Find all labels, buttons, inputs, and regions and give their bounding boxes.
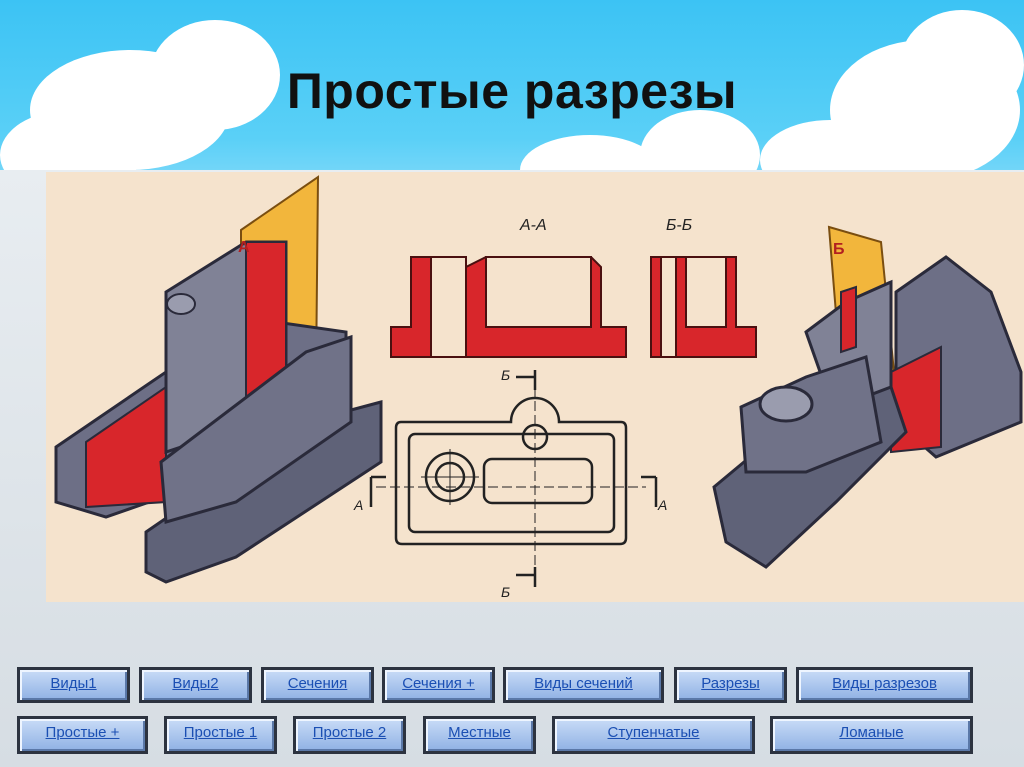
nav-button-vidy2[interactable]: Виды2	[139, 667, 252, 703]
cloud	[150, 20, 280, 130]
nav-button-vidy-razrezov[interactable]: Виды разрезов	[796, 667, 973, 703]
nav-button-label: Виды2	[172, 675, 219, 692]
plane-b-letter: Б	[833, 241, 845, 258]
mark-a-left: А	[353, 497, 363, 513]
section-bb	[650, 256, 757, 358]
section-bb-label: Б-Б	[666, 217, 692, 234]
nav-button-secheniya-plus[interactable]: Сечения +	[382, 667, 495, 703]
plan-view	[369, 370, 658, 587]
nav-button-label: Ломаные	[839, 724, 904, 741]
right-part-illustration	[712, 225, 1023, 569]
nav-button-vidy-secheniy[interactable]: Виды сечений	[503, 667, 664, 703]
nav-button-label: Простые 2	[312, 724, 387, 741]
nav-button-label: Местные	[448, 724, 511, 741]
nav-button-secheniya[interactable]: Сечения	[261, 667, 374, 703]
nav-button-label: Простые +	[45, 724, 120, 741]
nav-button-label: Виды разрезов	[832, 675, 937, 692]
nav-button-label: Сечения	[287, 675, 348, 692]
nav-button-mestnye[interactable]: Местные	[423, 716, 536, 754]
plane-a-letter: А	[238, 239, 250, 256]
nav-button-prostye-2[interactable]: Простые 2	[293, 716, 406, 754]
left-part-illustration	[54, 175, 383, 584]
nav-button-label: Простые 1	[183, 724, 258, 741]
nav-button-label: Разрезы	[701, 675, 760, 692]
nav-button-prostye-plus[interactable]: Простые +	[17, 716, 148, 754]
page-title: Простые разрезы	[286, 63, 738, 119]
cloud	[900, 10, 1024, 120]
section-aa	[390, 256, 627, 358]
nav-button-label: Виды сечений	[534, 675, 633, 692]
mark-b-bottom: Б	[501, 584, 510, 600]
mark-b-top: Б	[501, 367, 510, 383]
nav-button-lomanye[interactable]: Ломаные	[770, 716, 973, 754]
nav-button-label: Виды1	[50, 675, 97, 692]
nav-button-stupenchatye[interactable]: Ступенчатые	[552, 716, 755, 754]
nav-button-vidy1[interactable]: Виды1	[17, 667, 130, 703]
mark-a-right: А	[657, 497, 667, 513]
section-drawing: А-А Б-Б	[54, 175, 1023, 600]
nav-button-prostye-1[interactable]: Простые 1	[164, 716, 277, 754]
nav-button-razrezy[interactable]: Разрезы	[674, 667, 787, 703]
section-aa-label: А-А	[519, 217, 547, 234]
drawing-figure: А-А Б-Б	[46, 172, 1024, 602]
nav-button-label: Сечения +	[402, 675, 475, 692]
nav-button-label: Ступенчатые	[607, 724, 700, 741]
